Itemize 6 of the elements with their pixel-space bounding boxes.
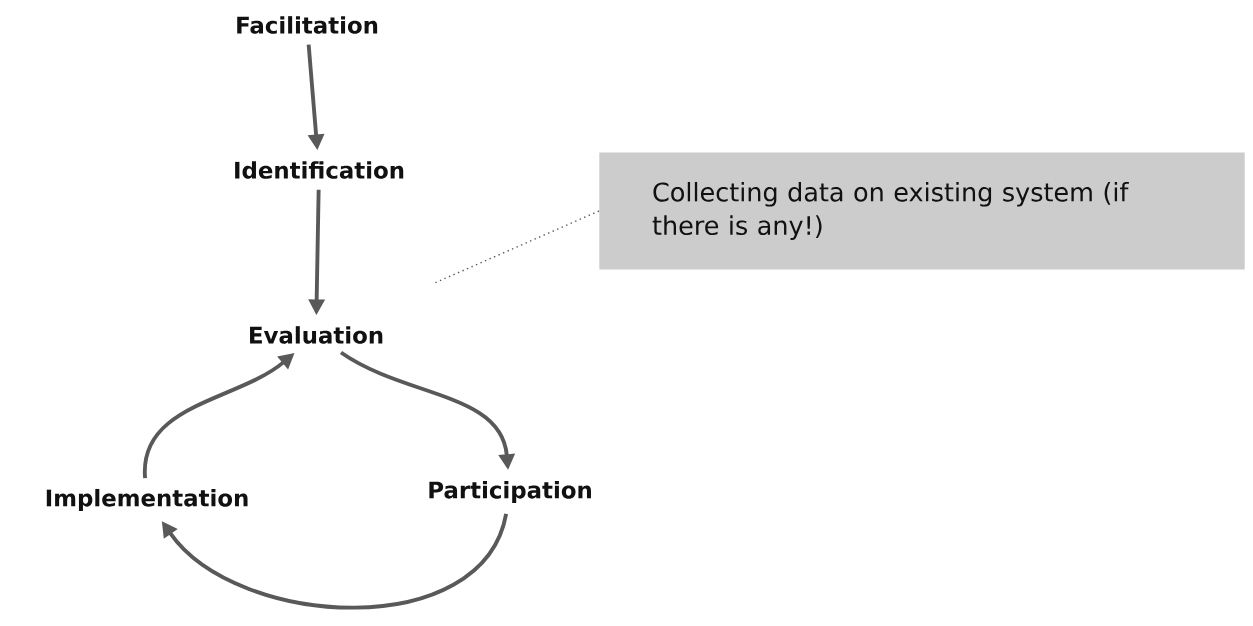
step-label: Evaluation bbox=[250, 326, 383, 344]
step-label: Identification bbox=[235, 161, 404, 179]
step-label: Participation bbox=[429, 480, 591, 504]
step-label: Implementation bbox=[46, 488, 248, 512]
callout-box: Collecting data on existing system (if there is any!) bbox=[599, 152, 1245, 270]
step-label: Facilitation bbox=[237, 16, 378, 34]
